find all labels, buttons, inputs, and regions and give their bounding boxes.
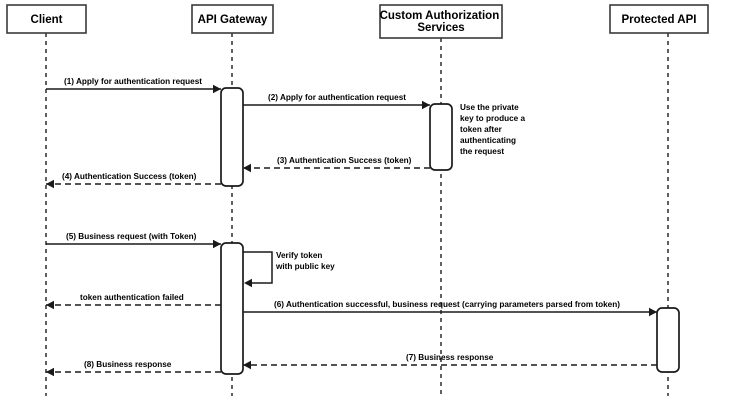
participant-headers: Client API Gateway Custom Authorization … xyxy=(6,4,709,39)
message-label-msg-2: (2) Apply for authentication request xyxy=(268,93,406,102)
activation-bars-layer xyxy=(220,87,680,375)
message-msg-self-verify[interactable] xyxy=(243,251,273,288)
participant-api-gateway[interactable]: API Gateway xyxy=(191,4,274,34)
message-msg-1[interactable] xyxy=(46,84,221,94)
note-line: Use the private xyxy=(460,103,519,112)
participant-box-protected-api[interactable] xyxy=(609,4,709,34)
notes-layer: Use the private key to produce a token aft… xyxy=(460,103,526,156)
note-line: key to produce a xyxy=(460,114,526,123)
activation-bar-gateway-business-activation[interactable] xyxy=(220,242,244,375)
participant-label-protected-api: Protected API xyxy=(622,14,697,26)
message-label-msg-1: (1) Apply for authentication request xyxy=(64,77,202,86)
lifelines-layer xyxy=(45,33,669,396)
participant-label-client: Client xyxy=(31,14,63,26)
message-label-line: with public key xyxy=(275,262,335,271)
message-msg-5[interactable] xyxy=(46,239,221,249)
note-note-private-key: Use the private key to produce a token aft… xyxy=(460,103,526,156)
messages-layer xyxy=(46,84,657,377)
message-labels-layer: (1) Apply for authentication request (2) … xyxy=(62,77,620,369)
participant-box-custom-authorization-services[interactable] xyxy=(379,4,503,39)
message-msg-6[interactable] xyxy=(243,307,657,317)
message-msg-8[interactable] xyxy=(46,367,221,377)
message-label-msg-7: (7) Business response xyxy=(406,353,494,362)
message-msg-4[interactable] xyxy=(46,179,221,189)
message-msg-token-auth-failed[interactable] xyxy=(46,300,221,310)
participant-custom-authorization-services[interactable]: Custom Authorization Services xyxy=(379,4,503,39)
activation-bar-protected-api-activation[interactable] xyxy=(656,307,680,373)
message-msg-2[interactable] xyxy=(243,100,430,110)
participant-client[interactable]: Client xyxy=(6,4,87,34)
participant-protected-api[interactable]: Protected API xyxy=(609,4,709,34)
message-label-msg-self-verify: Verify token with public key xyxy=(275,251,335,271)
participant-label-line-2: Services xyxy=(417,22,464,34)
activation-bar-gateway-auth-activation[interactable] xyxy=(220,87,244,187)
message-label-msg-5: (5) Business request (with Token) xyxy=(66,232,197,241)
note-line: the request xyxy=(460,147,504,156)
message-label-msg-token-auth-failed: token authentication failed xyxy=(80,293,184,302)
participant-box-api-gateway[interactable] xyxy=(191,4,274,34)
note-line: token after xyxy=(460,125,503,134)
activation-bar-authsvc-activation[interactable] xyxy=(429,103,453,171)
note-line: authenticating xyxy=(460,136,516,145)
message-msg-7[interactable] xyxy=(243,360,657,370)
participant-box-client[interactable] xyxy=(6,4,87,34)
message-label-msg-8: (8) Business response xyxy=(84,360,172,369)
participant-label-custom-authorization-services: Custom Authorization Services xyxy=(380,10,503,34)
message-label-msg-6: (6) Authentication successful, business … xyxy=(274,300,620,309)
message-msg-3[interactable] xyxy=(243,163,430,173)
message-label-msg-3: (3) Authentication Success (token) xyxy=(277,156,412,165)
message-label-line: Verify token xyxy=(276,251,322,260)
participant-label-line-1: Custom Authorization xyxy=(380,10,500,22)
participant-label-api-gateway: API Gateway xyxy=(198,14,268,26)
message-label-msg-4: (4) Authentication Success (token) xyxy=(62,172,197,181)
